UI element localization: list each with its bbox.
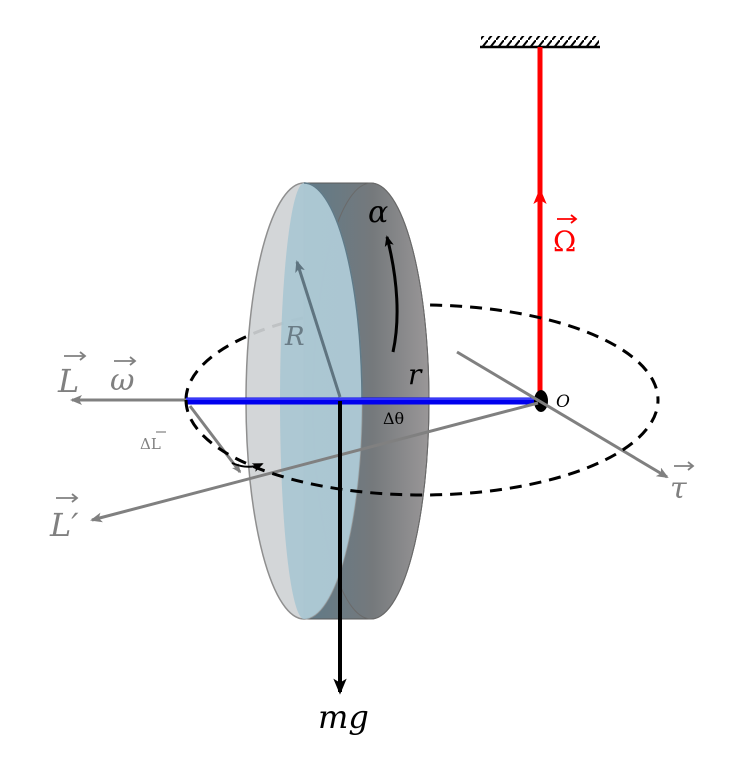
label-delta-theta: Δθ [383,409,404,428]
radius-r-arrow [295,260,342,398]
label-L: L [57,362,79,400]
alpha-rotation-arrow [384,235,399,353]
label-R: R [284,322,305,352]
delta-L-arrow [188,405,242,474]
label-O: O [556,392,570,412]
label-L-prime: L′ [49,506,79,544]
label-mg: mg [318,698,369,736]
label-delta-L: ΔL [140,435,161,453]
angular-momentum-L-prime-arrow [90,401,539,523]
label-tau: τ [670,471,687,506]
ceiling-support [480,36,600,49]
label-omega: ω [110,363,134,398]
precession-orbit-front [184,399,660,497]
delta-theta-arc [231,462,264,472]
label-alpha: α [368,195,388,230]
label-Omega: Ω [553,225,576,258]
label-r: r [408,358,423,391]
torque-tau-arrow [456,350,669,479]
